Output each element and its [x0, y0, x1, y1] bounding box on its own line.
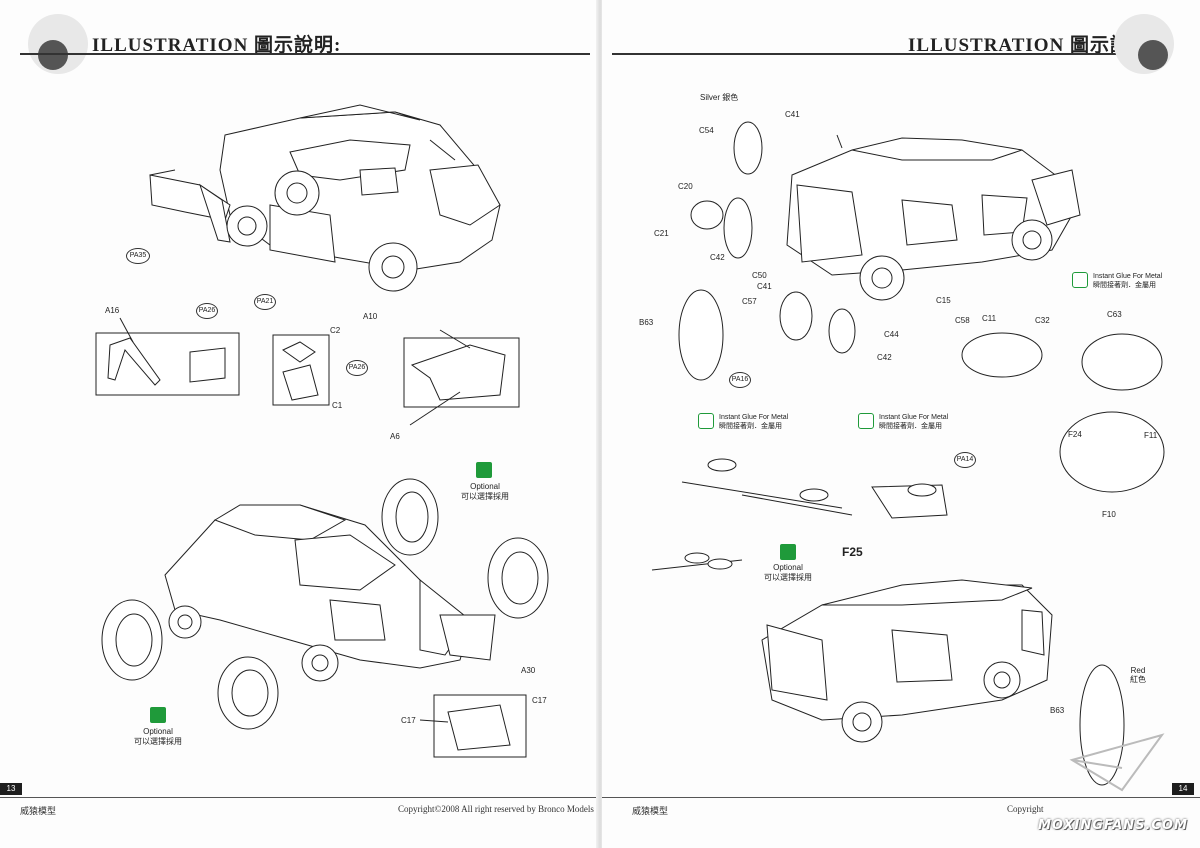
- footer-brand: 威猿模型: [20, 806, 57, 816]
- part-bubble-pa21: PA21: [254, 294, 276, 310]
- part-label-c44: C44: [884, 330, 899, 339]
- part-label-b63-b: B63: [1050, 706, 1065, 715]
- part-label-c57: C57: [742, 297, 757, 306]
- header-circle-dark: [38, 40, 68, 70]
- part-label-c1: C1: [332, 401, 343, 410]
- part-bubble-pa26-b: PA26: [346, 360, 368, 376]
- part-label-b63: B63: [639, 318, 654, 327]
- footer-copyright-right: Copyright: [1007, 804, 1044, 814]
- paint-label-silver: Silver 銀色: [700, 93, 739, 102]
- part-label-f11: F11: [1144, 431, 1158, 440]
- right-page: ILLUSTRATION 圖示說明:: [602, 0, 1200, 848]
- part-label-f25: F25: [842, 545, 863, 559]
- part-label-c17-b: C17: [401, 716, 416, 725]
- part-label-c41: C41: [785, 110, 800, 119]
- glue-icon: [1072, 272, 1088, 288]
- footer-copyright: Copyright©2008 All right reserved by Bro…: [398, 804, 594, 814]
- watermark-logo: [1069, 733, 1165, 792]
- page-number-right: 14: [1172, 783, 1194, 795]
- page-title-right: ILLUSTRATION 圖示說明:: [908, 35, 1158, 56]
- part-label-c50: C50: [752, 271, 767, 280]
- glue-icon-3: [858, 413, 874, 429]
- footer-rule-right: [602, 797, 1200, 798]
- part-label-c41-b: C41: [757, 282, 772, 291]
- left-page: ILLUSTRATION 圖示說明:: [0, 0, 598, 848]
- header-rule-right: [612, 53, 1152, 55]
- part-bubble-pa14: PA14: [954, 452, 976, 468]
- part-label-f10: F10: [1102, 510, 1116, 519]
- watermark-text: MOXINGFANS.COM: [1038, 818, 1188, 833]
- part-label-c15: C15: [936, 296, 951, 305]
- optional-icon-3: [780, 544, 796, 560]
- vehicle-bottom-view: [101, 478, 549, 730]
- footer-brand-right: 威猿模型: [632, 806, 669, 816]
- part-label-a6: A6: [390, 432, 400, 441]
- optional-icon: [476, 462, 492, 478]
- part-label-a10: A10: [363, 312, 378, 321]
- part-label-c63: C63: [1107, 310, 1122, 319]
- page-number: 13: [0, 783, 22, 795]
- footer-rule: [0, 797, 598, 798]
- part-label-c2: C2: [330, 326, 341, 335]
- optional-icon-2: [150, 707, 166, 723]
- vehicle-top-right: [786, 134, 1081, 301]
- part-bubble-pa35: PA35: [126, 248, 150, 264]
- part-label-c11: C11: [982, 314, 997, 323]
- part-label-f24: F24: [1068, 430, 1082, 439]
- part-label-c58: C58: [955, 316, 970, 325]
- part-label-c42-b: C42: [877, 353, 892, 362]
- left-assembly-drawing: [95, 104, 549, 758]
- vehicle-bottom-right: [761, 579, 1053, 743]
- part-bubble-pa26: PA26: [196, 303, 218, 319]
- glue-icon-2: [698, 413, 714, 429]
- part-label-c32: C32: [1035, 316, 1050, 325]
- part-label-c54: C54: [699, 126, 714, 135]
- part-label-c17: C17: [532, 696, 547, 705]
- weapon-assemblies: [651, 458, 948, 571]
- page-gutter: [596, 0, 604, 848]
- vehicle-top-view: [149, 104, 501, 292]
- part-label-c42: C42: [710, 253, 725, 262]
- part-label-a30: A30: [521, 666, 536, 675]
- part-label-a16: A16: [105, 306, 120, 315]
- right-assembly-drawing: [651, 121, 1165, 792]
- page-title: ILLUSTRATION 圖示說明:: [92, 35, 342, 56]
- header-rule: [20, 53, 590, 55]
- part-label-c21: C21: [654, 229, 669, 238]
- part-label-c20: C20: [678, 182, 693, 191]
- header-circle-dark-right: [1138, 40, 1168, 70]
- part-bubble-pa16: PA16: [729, 372, 751, 388]
